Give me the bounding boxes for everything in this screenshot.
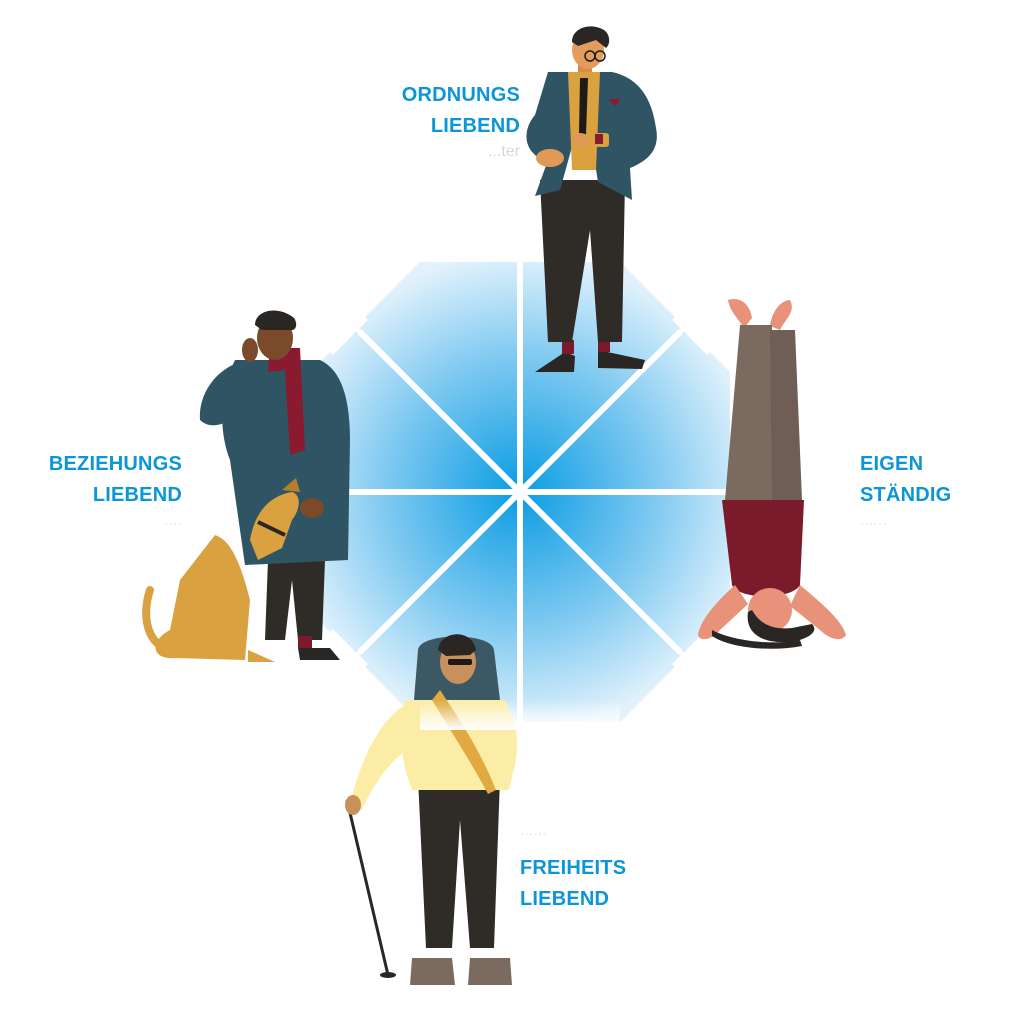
label-ordnungsliebend: ORDNUNGS LIEBEND	[360, 80, 520, 142]
label-freiheitsliebend-line1: FREIHEITS	[520, 857, 627, 879]
label-eigenstaendig-line2: STÄNDIG	[860, 484, 952, 506]
label-freiheitsliebend-line2: LIEBEND	[520, 888, 610, 910]
hiker-figure	[345, 634, 517, 985]
label-beziehungsliebend-line2: LIEBEND	[92, 484, 182, 506]
label-ordnungsliebend-line2: LIEBEND	[430, 115, 520, 137]
sublabel-ordnungsliebend: ...ter	[487, 143, 520, 160]
label-eigenstaendig: EIGEN STÄNDIG	[860, 449, 1010, 511]
sublabel-eigenstaendig: ......	[860, 512, 887, 529]
label-eigenstaendig-line1: EIGEN	[860, 453, 924, 475]
label-freiheitsliebend: FREIHEITS LIEBEND	[520, 853, 680, 915]
sublabel-beziehungsliebend: ....	[164, 512, 182, 529]
bottom-fade	[420, 700, 620, 730]
sublabel-freiheitsliebend: ......	[520, 822, 547, 839]
headstand-woman-figure	[698, 298, 846, 649]
label-beziehungsliebend-line1: BEZIEHUNGS	[48, 453, 182, 475]
man-with-dog-figure	[142, 310, 350, 662]
label-ordnungsliebend-line1: ORDNUNGS	[401, 84, 520, 106]
label-beziehungsliebend: BEZIEHUNGS LIEBEND	[20, 449, 182, 511]
man-in-suit-figure	[526, 26, 657, 372]
